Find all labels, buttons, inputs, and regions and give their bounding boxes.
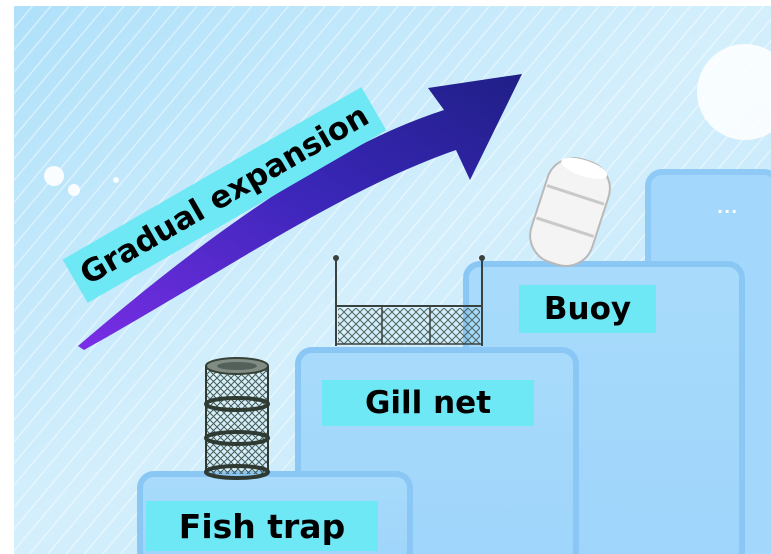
buoy-illustration xyxy=(529,157,611,267)
bokeh-circle xyxy=(44,166,64,186)
expansion-arrow xyxy=(78,74,522,350)
top-border xyxy=(0,0,771,6)
left-border xyxy=(0,0,14,554)
fish-trap-illustration xyxy=(204,357,270,480)
more-ellipsis: ... xyxy=(717,198,739,217)
buoy-label: Buoy xyxy=(519,285,656,333)
gill-net-label: Gill net xyxy=(322,380,534,426)
bokeh-circle xyxy=(697,44,771,140)
bokeh-circle xyxy=(68,184,80,196)
fish-trap-label: Fish trap xyxy=(146,501,378,551)
bokeh-circle xyxy=(113,177,119,183)
gill-net-illustration xyxy=(333,255,485,346)
